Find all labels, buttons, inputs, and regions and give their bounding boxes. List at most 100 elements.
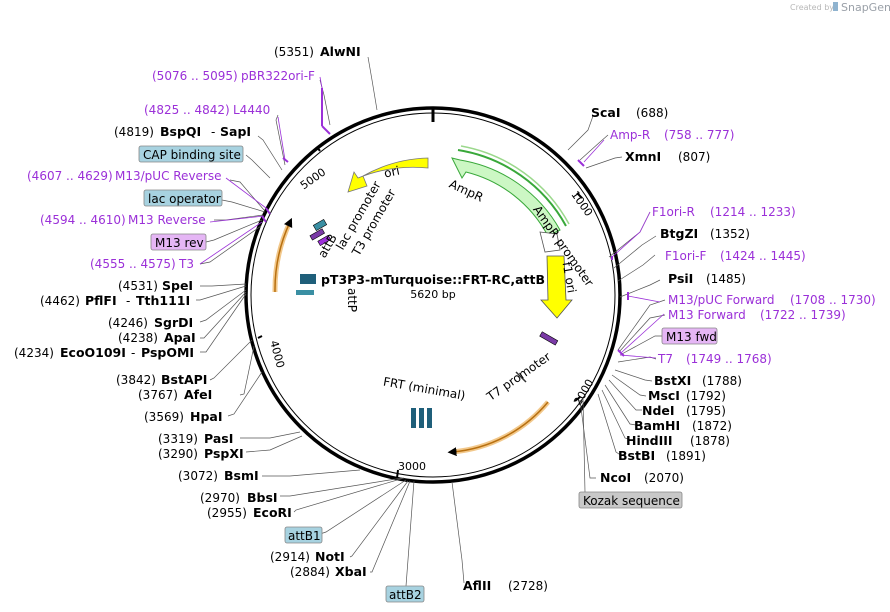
t3-promoter-feature[interactable] [309, 228, 325, 241]
ori-label: ori [383, 164, 401, 181]
primer-m13puc-reverse-pos: (4607 .. 4629) [27, 169, 113, 183]
attp-feature-2[interactable] [296, 290, 314, 295]
attb2-box[interactable] [385, 585, 425, 603]
primer-t7[interactable]: T7 [657, 352, 673, 366]
site-bstapi[interactable]: BstAPI [161, 372, 207, 387]
site-pspxi[interactable]: PspXI [204, 446, 244, 461]
site-bstxi[interactable]: BstXI [654, 373, 691, 388]
ampr-strand-shadow [460, 145, 570, 225]
site-pflfi-separator: - [126, 294, 130, 308]
ampr-promoter-feature[interactable] [539, 231, 561, 253]
kozak-label: Kozak sequence [583, 494, 680, 508]
site-noti[interactable]: NotI [315, 549, 345, 564]
watermark-created-by: Created by [790, 3, 834, 12]
primer-m13-reverse[interactable]: M13 Reverse [128, 213, 206, 227]
site-bsmi[interactable]: BsmI [224, 468, 259, 483]
watermark-brand: SnapGene [841, 1, 890, 14]
site-alwni[interactable]: AlwNI [320, 44, 361, 59]
site-ecoo109i[interactable]: EcoO109I [60, 345, 126, 360]
site-btgzi[interactable]: BtgZI [660, 226, 698, 241]
orange-cds-feature[interactable] [447, 401, 549, 457]
site-msci[interactable]: MscI [648, 388, 680, 403]
site-bspqi[interactable]: BspQI [160, 124, 201, 139]
primer-pbr322ori-f[interactable]: pBR322ori-F [241, 69, 315, 83]
site-ncoi[interactable]: NcoI [600, 470, 631, 485]
primer-m13-reverse-pos: (4594 .. 4610) [40, 213, 126, 227]
site-xbai[interactable]: XbaI [335, 564, 367, 579]
primer-m13puc-reverse[interactable]: M13/pUC Reverse [115, 169, 222, 183]
site-spei[interactable]: SpeI [162, 278, 193, 293]
site-sgrdi[interactable]: SgrDI [154, 315, 193, 330]
primer-m13-forward[interactable]: M13 Forward [668, 308, 746, 322]
plasmid-name: pT3P3-mTurquoise::FRT-RC,attB [321, 272, 545, 287]
site-spei-pos: (4531) [118, 279, 158, 293]
plasmid-size: 5620 bp [410, 288, 455, 301]
site-aflii[interactable]: AflII [463, 578, 491, 593]
site-pflfi-pos: (4462) [40, 294, 80, 308]
cap-binding-site-box[interactable] [138, 145, 244, 163]
site-tth111i[interactable]: Tth111I [136, 293, 190, 308]
site-bamhi-pos: (1872) [692, 419, 732, 433]
site-xbai-pos: (2884) [290, 565, 330, 579]
site-ecori[interactable]: EcoRI [253, 505, 292, 520]
attp-feature-1[interactable] [300, 274, 316, 284]
site-btgzi-pos: (1352) [710, 227, 750, 241]
site-psii[interactable]: PsiI [668, 271, 693, 286]
site-bstbi[interactable]: BstBI [618, 448, 655, 463]
primer-l4440-pos: (4825 .. 4842) [144, 103, 230, 117]
site-aflii-pos: (2728) [508, 579, 548, 593]
orange-cds-glow [451, 400, 550, 455]
site-psii-pos: (1485) [706, 272, 746, 286]
attb1-box[interactable] [284, 526, 323, 544]
tick-2000 [574, 396, 581, 402]
site-pflfi[interactable]: PflFI [85, 293, 117, 308]
m13-fwd-box[interactable] [661, 327, 718, 345]
site-bbsi[interactable]: BbsI [247, 490, 278, 505]
lac-promoter-feature[interactable] [312, 218, 328, 232]
primer-f1ori-f[interactable]: F1ori-F [665, 249, 706, 263]
frt-feature-2[interactable] [419, 408, 424, 428]
site-xmni[interactable]: XmnI [625, 149, 661, 164]
m13-rev-feature[interactable] [317, 234, 332, 247]
frt-feature-3[interactable] [427, 408, 432, 428]
orange-left-feature[interactable] [274, 217, 293, 293]
site-pasi-pos: (3319) [158, 432, 198, 446]
site-afei[interactable]: AfeI [184, 387, 212, 402]
primer-ampr[interactable]: Amp-R [610, 128, 650, 142]
ori-feature[interactable] [347, 157, 429, 193]
site-pspomi[interactable]: PspOMI [141, 345, 194, 360]
site-bspqi-separator: - [211, 125, 215, 139]
site-hindiii[interactable]: HindIII [626, 433, 673, 448]
lac-operator-box[interactable] [143, 189, 223, 207]
attp-label: attP [345, 288, 359, 312]
primer-f1ori-r-pos: (1214 .. 1233) [710, 205, 796, 219]
primer-m13puc-forward[interactable]: M13/pUC Forward [668, 293, 775, 307]
t7-marker-line [515, 371, 527, 383]
tick-1000 [576, 192, 583, 199]
m13-rev-box[interactable] [150, 233, 207, 251]
site-noti-pos: (2914) [270, 550, 310, 564]
site-msci-pos: (1792) [686, 389, 726, 403]
site-xmni-pos: (807) [678, 150, 710, 164]
site-bamhi[interactable]: BamHI [634, 418, 680, 433]
primer-f1ori-r[interactable]: F1ori-R [652, 205, 695, 219]
site-ndei[interactable]: NdeI [642, 403, 675, 418]
site-apai[interactable]: ApaI [164, 330, 196, 345]
site-hindiii-pos: (1878) [690, 434, 730, 448]
kozak-box[interactable] [578, 491, 683, 509]
primer-l4440[interactable]: L4440 [233, 103, 270, 117]
f1-ori-feature[interactable] [540, 255, 573, 319]
site-pasi[interactable]: PasI [204, 431, 233, 446]
frt-feature-1[interactable] [411, 408, 416, 428]
site-sapi[interactable]: SapI [220, 124, 251, 139]
ampr-strand-line [457, 149, 567, 227]
t7-promoter-feature[interactable] [539, 331, 559, 346]
primer-t3[interactable]: T3 [178, 257, 194, 271]
tick-label-5000: 5000 [298, 166, 328, 193]
site-scai[interactable]: ScaI [591, 105, 621, 120]
site-hpai[interactable]: HpaI [190, 409, 223, 424]
attb2-label: attB2 [389, 588, 422, 602]
tick-4000 [257, 335, 263, 339]
tick-3000 [396, 469, 399, 479]
